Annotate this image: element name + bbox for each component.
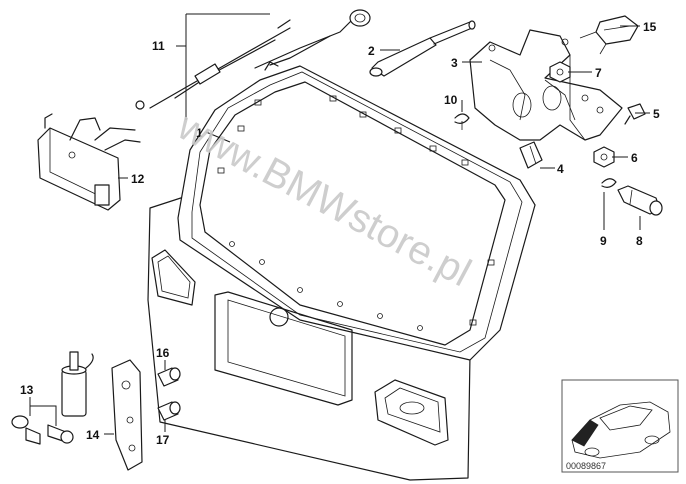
bolt-5 <box>624 103 646 125</box>
label-7: 7 <box>595 66 602 80</box>
sensor-switch <box>61 351 94 417</box>
tailgate-panel <box>147 65 536 481</box>
ball-stud <box>617 185 663 216</box>
label-12: 12 <box>131 172 145 186</box>
label-9: 9 <box>600 234 607 248</box>
label-17: 17 <box>156 433 170 447</box>
screw-16 <box>157 367 181 387</box>
clip-9 <box>601 178 617 188</box>
label-11: 11 <box>152 39 165 53</box>
label-2: 2 <box>368 44 375 58</box>
nut-6 <box>593 146 615 168</box>
tailgate-lock <box>37 113 141 211</box>
flange-holes <box>217 95 495 331</box>
leader-lines <box>29 13 650 435</box>
part-labels: 1 2 3 4 5 6 7 8 9 10 11 12 13 14 15 16 1… <box>20 20 660 447</box>
clip-plate <box>579 15 639 55</box>
inset-thumbnail: 00089867 <box>561 379 679 473</box>
label-6: 6 <box>631 151 638 165</box>
highlight-tailgate <box>571 419 599 447</box>
screw-13a <box>11 415 41 445</box>
label-13: 13 <box>20 383 34 397</box>
reference-number: 00089867 <box>566 461 606 471</box>
label-10: 10 <box>444 93 458 107</box>
label-8: 8 <box>636 234 643 248</box>
screw-13b <box>47 424 74 444</box>
screw-17 <box>157 401 181 421</box>
clip-10 <box>454 113 470 130</box>
label-1: 1 <box>196 126 203 140</box>
label-5: 5 <box>653 107 660 121</box>
cable-assembly <box>135 9 371 110</box>
label-4: 4 <box>557 162 564 176</box>
nut-7 <box>549 61 571 83</box>
bracket <box>111 359 143 471</box>
emblem <box>269 307 289 327</box>
gas-strut <box>369 20 476 77</box>
rubber-pad <box>519 141 543 169</box>
label-16: 16 <box>156 346 170 360</box>
label-3: 3 <box>451 56 458 70</box>
label-14: 14 <box>86 428 100 442</box>
hinge <box>469 29 623 141</box>
label-15: 15 <box>643 20 657 34</box>
